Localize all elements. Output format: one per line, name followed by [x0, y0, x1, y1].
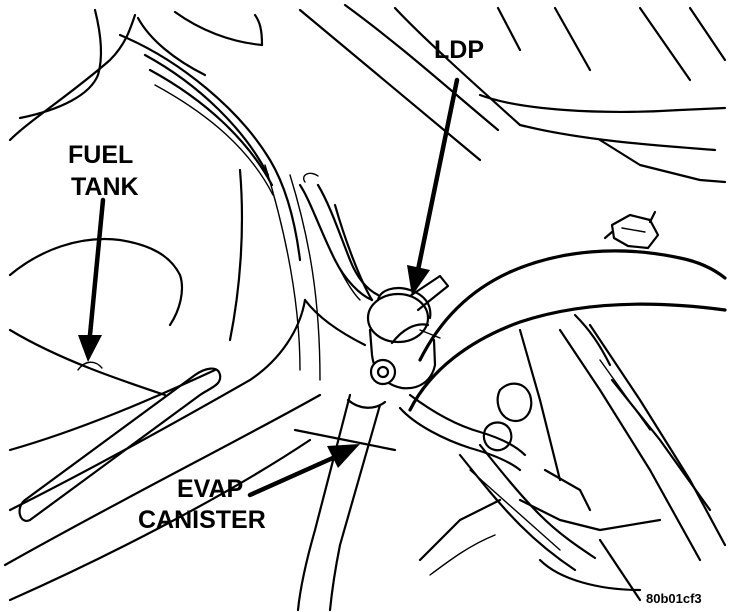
- ldp-label: LDP: [434, 36, 484, 64]
- fuel-tank-shape: [3, 33, 322, 602]
- evap-label-line1: EVAP: [177, 475, 243, 503]
- evap-canister-shape: [293, 203, 397, 612]
- fuel-tank-label-line1: FUEL: [68, 141, 133, 169]
- ldp-arrow: [407, 77, 460, 296]
- vapor-hoses: [298, 172, 597, 572]
- fuel-tank-arrow: [78, 197, 106, 362]
- evap-label-line2: CANISTER: [138, 506, 266, 534]
- fuel-tank-label-line2: TANK: [71, 173, 139, 201]
- figure-code: 80b01cf3: [646, 591, 702, 606]
- rear-axle-crossmember: [408, 249, 727, 602]
- evap-canister-arrow: [247, 444, 360, 498]
- fitting-detail: [603, 210, 660, 250]
- leak-detection-pump-shape: [366, 274, 450, 390]
- vehicle-body-outline: [8, 3, 727, 184]
